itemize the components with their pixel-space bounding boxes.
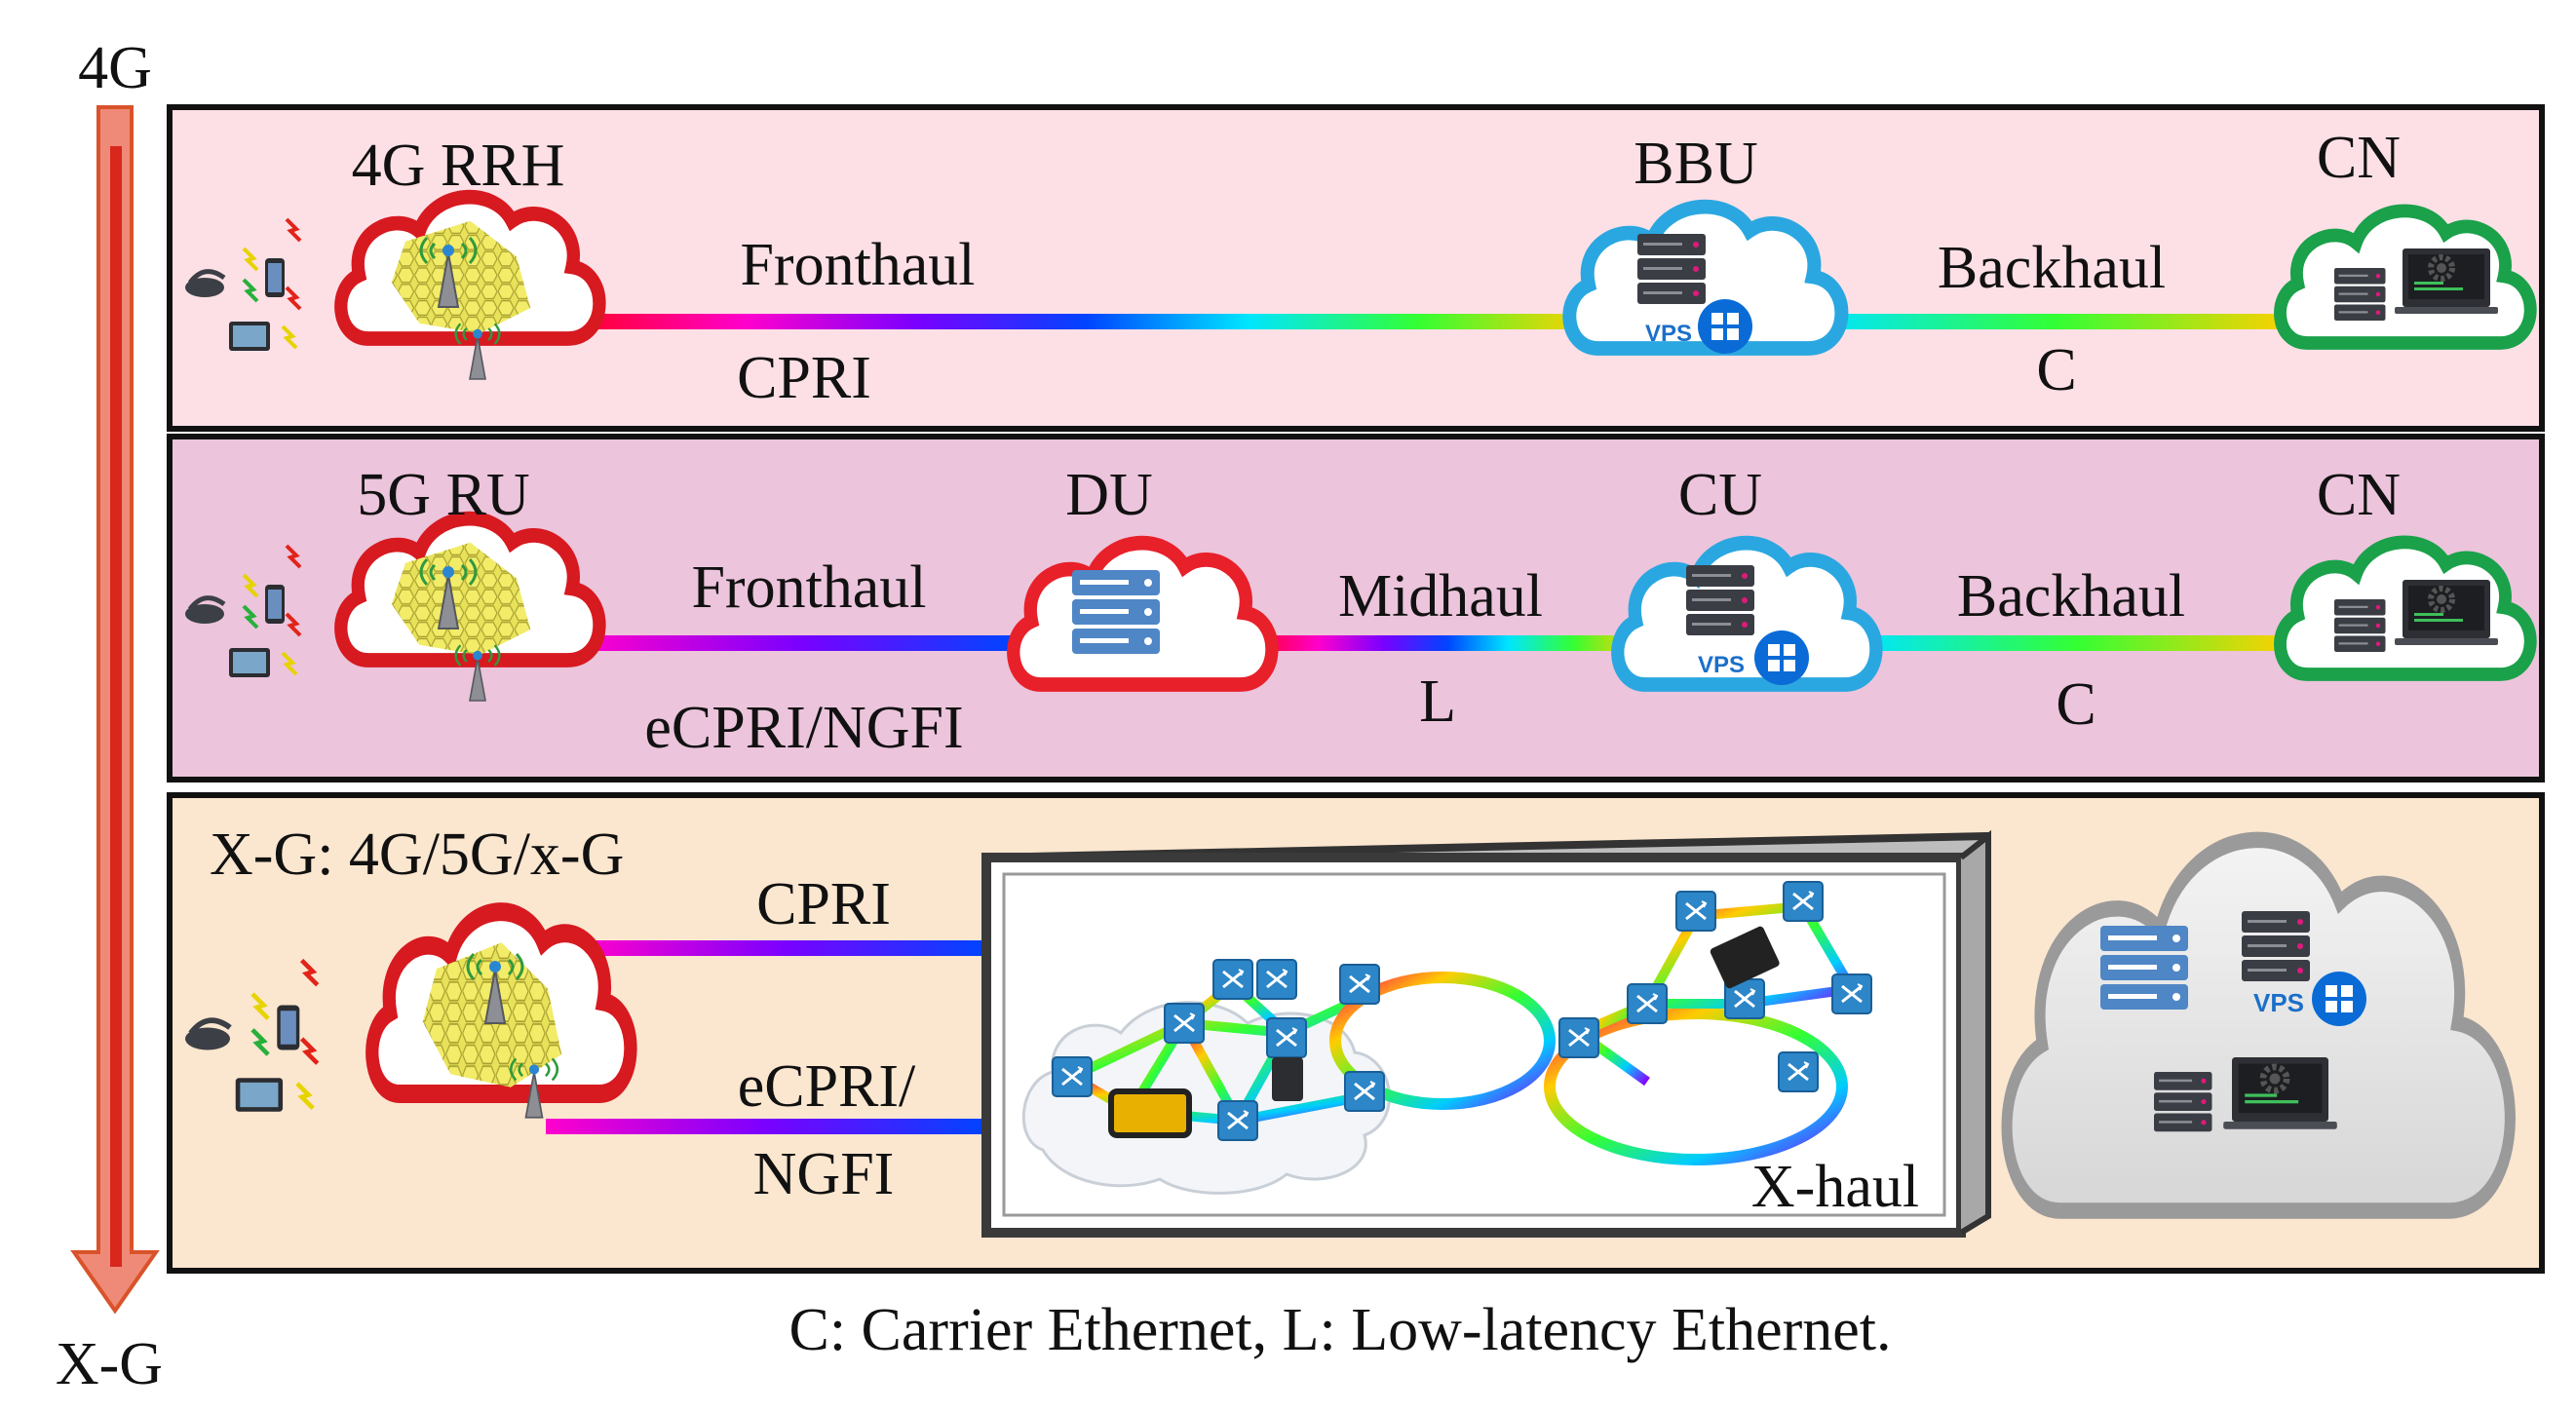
row1-backhaul-label: Backhaul	[1938, 235, 2166, 301]
footer-legend: C: Carrier Ethernet, L: Low-latency Ethe…	[788, 1297, 1891, 1363]
row2-cn-laptop-icon	[2395, 580, 2498, 645]
row3-ecpri-label-line2: NGFI	[753, 1141, 895, 1207]
row2-backhaul-protocol: C	[2056, 671, 2095, 738]
row2-cn-label: CN	[2317, 462, 2401, 528]
row1-windows-icon	[1698, 299, 1752, 354]
xhaul-ring-left	[1329, 972, 1556, 1110]
xhaul-router-icon	[1272, 1057, 1303, 1101]
xhaul-ring-right	[1544, 1008, 1848, 1165]
row1-ru-label: 4G RRH	[352, 133, 565, 199]
switch-icon	[1626, 982, 1669, 1025]
row3-core-blue-server-icon	[2100, 926, 2188, 1010]
row3-cpri-link	[585, 940, 984, 956]
switch-icon	[1557, 1016, 1600, 1059]
row2-midhaul-label: Midhaul	[1338, 563, 1543, 630]
row2-cu-server-icon	[1686, 565, 1754, 635]
row1-rrh-cloud	[341, 197, 599, 338]
switch-icon	[1674, 890, 1717, 933]
row2-du-label: DU	[1065, 462, 1153, 528]
row-xg: X-G: 4G/5G/x-G CPRI eCPRI/ NGFI	[167, 792, 2545, 1274]
row2-midhaul-protocol: L	[1419, 668, 1456, 735]
switch-icon	[1265, 1016, 1308, 1059]
switch-icon	[1216, 1099, 1259, 1142]
arrow-top-label: 4G	[78, 35, 152, 101]
arrow-bottom-label: X-G	[56, 1331, 163, 1397]
switch-icon	[1830, 973, 1873, 1015]
row2-fronthaul-label: Fronthaul	[691, 554, 926, 621]
row1-bbu-label: BBU	[1634, 131, 1757, 197]
row2-backhaul-link	[1862, 635, 2290, 651]
row2-fronthaul-protocol: eCPRI/NGFI	[644, 695, 963, 761]
row3-cpri-label: CPRI	[756, 871, 891, 937]
switch-icon	[1338, 963, 1381, 1006]
row3-ecpri-label-line1: eCPRI/	[738, 1053, 916, 1120]
row1-cn-label: CN	[2317, 125, 2401, 191]
switch-icon	[1255, 958, 1298, 1001]
row2-backhaul-label: Backhaul	[1957, 563, 2185, 630]
evolution-arrow	[70, 105, 160, 1315]
switch-icon	[1211, 958, 1254, 1001]
row2-cu-label: CU	[1678, 462, 1762, 528]
row1-fronthaul-protocol: CPRI	[737, 345, 871, 411]
row2-midhaul-link	[1257, 635, 1637, 651]
row2-ru-label: 5G RU	[357, 462, 529, 528]
switch-icon	[1782, 880, 1825, 923]
switch-icon	[1343, 1070, 1386, 1113]
xhaul-server-box-icon	[1710, 926, 1780, 989]
row2-cn-server-icon	[2334, 599, 2386, 652]
row2-windows-icon	[1754, 630, 1809, 685]
row1-bbu-server-icon	[1637, 234, 1706, 304]
xhaul-storage-icon	[1108, 1088, 1192, 1138]
row3-title: X-G: 4G/5G/x-G	[210, 821, 624, 888]
row3-core-server-icon-2	[2154, 1072, 2212, 1132]
xhaul-label: X-haul	[1751, 1154, 1919, 1220]
row3-core-server-icon	[2242, 911, 2310, 981]
row2-ru-cloud	[341, 518, 599, 660]
row1-cn-server-icon	[2334, 268, 2386, 321]
row3-vps-badge: VPS	[2253, 988, 2304, 1017]
switch-icon	[1777, 1050, 1820, 1093]
row1-fronthaul-link	[585, 314, 1589, 329]
row3-core-laptop-icon	[2223, 1057, 2337, 1129]
row2-fronthaul-link	[585, 635, 1014, 651]
row1-vps-badge: VPS	[1645, 321, 1692, 347]
row3-core-windows-icon	[2312, 972, 2366, 1026]
row1-backhaul-protocol: C	[2036, 337, 2076, 403]
row-5g: VPS 5G RU Fronthaul eCPRI/NGFI DU Midhau…	[167, 434, 2545, 782]
row1-fronthaul-label: Fronthaul	[740, 232, 975, 298]
switch-icon	[1051, 1055, 1094, 1098]
row3-ecpri-link	[546, 1119, 984, 1134]
row2-vps-badge: VPS	[1698, 652, 1745, 678]
row2-du-server-icon	[1072, 570, 1160, 654]
row1-cn-laptop-icon	[2395, 248, 2498, 314]
row-4g: VPS 4G RRH Fronthaul CPRI BBU Backhaul C…	[167, 104, 2545, 432]
switch-icon	[1163, 1002, 1206, 1045]
row1-backhaul-link	[1823, 314, 2290, 329]
